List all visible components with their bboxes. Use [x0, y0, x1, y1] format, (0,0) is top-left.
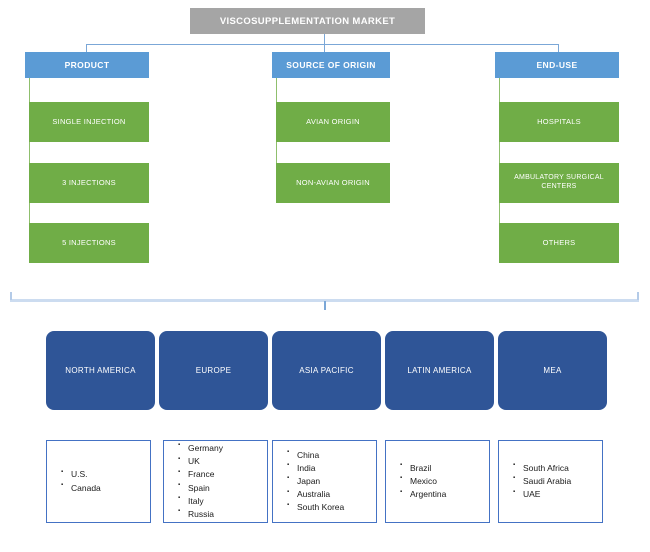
country-list-item: Germany [178, 441, 223, 455]
segment-item-3-injections[interactable]: 3 INJECTIONS [29, 163, 149, 203]
country-list-item: UK [178, 455, 223, 468]
connector-horizontal-bar [86, 44, 558, 45]
region-card-mea[interactable]: MEA [498, 331, 607, 410]
country-list-item: Brazil [400, 461, 446, 475]
connector-spine-product [29, 78, 30, 244]
region-card-latin-america[interactable]: LATIN AMERICA [385, 331, 494, 410]
country-list-item: South Africa [513, 461, 571, 475]
region-bracket-tick-right [637, 292, 639, 300]
connector-spine-end-use [499, 78, 500, 244]
connector-root-stem [324, 34, 325, 44]
country-list-item: France [178, 468, 223, 481]
country-list-item: Saudi Arabia [513, 474, 571, 488]
country-list-item: Canada [61, 481, 101, 495]
country-box-asia-pacific: ChinaIndiaJapanAustraliaSouth Korea [272, 440, 377, 523]
segment-item-hospitals[interactable]: HOSPITALS [499, 102, 619, 142]
region-card-asia-pacific[interactable]: ASIA PACIFIC [272, 331, 381, 410]
country-list-item: UAE [513, 488, 571, 501]
country-list-item: Italy [178, 494, 223, 508]
country-list-item: Russia [178, 507, 223, 521]
connector-drop-end-use [558, 44, 559, 53]
country-list-item: Japan [287, 474, 344, 488]
country-list-europe: GermanyUKFranceSpainItalyRussia [164, 441, 223, 521]
segment-header-source-of-origin[interactable]: SOURCE OF ORIGIN [272, 52, 390, 78]
diagram-root-title: VISCOSUPPLEMENTATION MARKET [190, 8, 425, 34]
country-box-europe: GermanyUKFranceSpainItalyRussia [163, 440, 268, 523]
country-list-item: Mexico [400, 474, 446, 488]
country-box-latin-america: BrazilMexicoArgentina [385, 440, 490, 523]
segment-item-ambulatory-surgical-centers[interactable]: AMBULATORY SURGICAL CENTERS [499, 163, 619, 203]
country-list-item: Spain [178, 481, 223, 495]
country-list-item: U.S. [61, 468, 101, 481]
country-list-asia-pacific: ChinaIndiaJapanAustraliaSouth Korea [273, 448, 344, 515]
country-list-north-america: U.S.Canada [47, 468, 101, 494]
segment-item-others[interactable]: OTHERS [499, 223, 619, 263]
country-box-north-america: U.S.Canada [46, 440, 151, 523]
region-bracket-bar [10, 299, 639, 302]
country-list-item: India [287, 461, 344, 475]
segment-item-single-injection[interactable]: SINGLE INJECTION [29, 102, 149, 142]
country-list-item: China [287, 448, 344, 462]
region-card-europe[interactable]: EUROPE [159, 331, 268, 410]
segment-item-5-injections[interactable]: 5 INJECTIONS [29, 223, 149, 263]
country-list-item: South Korea [287, 501, 344, 514]
country-list-latin-america: BrazilMexicoArgentina [386, 461, 446, 502]
connector-drop-source-of-origin [324, 44, 325, 53]
country-list-item: Australia [287, 488, 344, 501]
connector-drop-product [86, 44, 87, 53]
segment-header-product[interactable]: PRODUCT [25, 52, 149, 78]
segment-item-avian-origin[interactable]: AVIAN ORIGIN [276, 102, 390, 142]
region-bracket-tick-left [10, 292, 12, 300]
region-card-north-america[interactable]: NORTH AMERICA [46, 331, 155, 410]
country-box-mea: South AfricaSaudi ArabiaUAE [498, 440, 603, 523]
segment-item-non-avian-origin[interactable]: NON-AVIAN ORIGIN [276, 163, 390, 203]
country-list-mea: South AfricaSaudi ArabiaUAE [499, 461, 571, 502]
country-list-item: Argentina [400, 488, 446, 501]
region-bracket-tick-center [324, 301, 326, 310]
segment-header-end-use[interactable]: END-USE [495, 52, 619, 78]
